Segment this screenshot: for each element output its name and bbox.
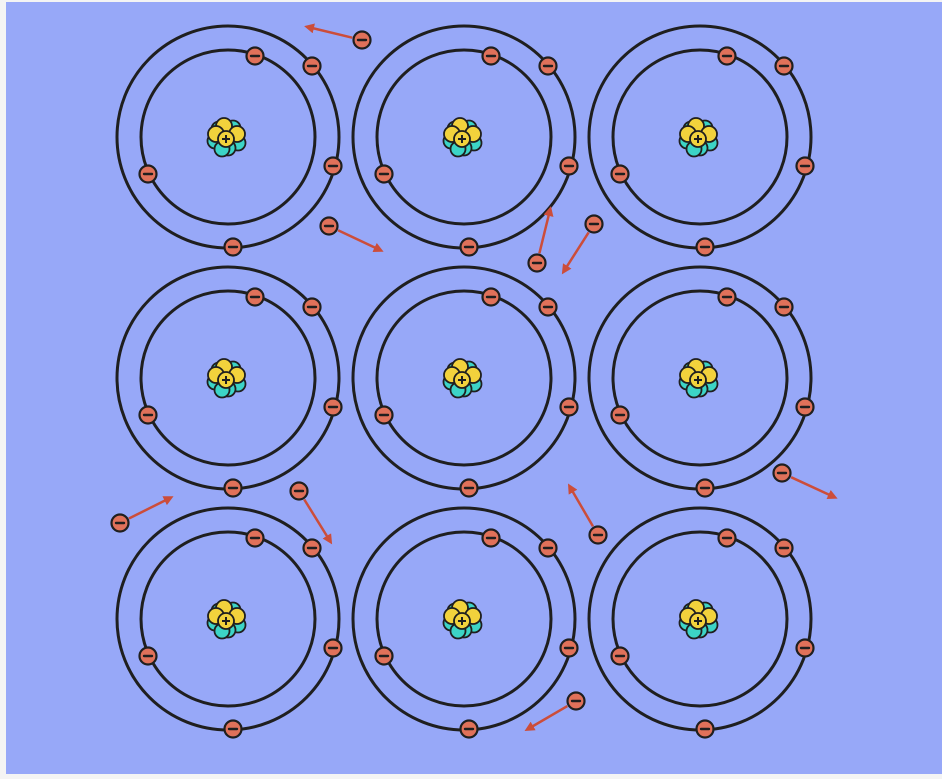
electron-icon [561, 399, 578, 416]
electron-icon [354, 32, 371, 49]
electron-icon [325, 399, 342, 416]
electron-icon [774, 465, 791, 482]
electron-icon [590, 527, 607, 544]
electron-icon [483, 289, 500, 306]
electron-icon [461, 239, 478, 256]
electron-icon [483, 530, 500, 547]
electron-icon [561, 158, 578, 175]
electron-icon [586, 216, 603, 233]
electron-icon [291, 483, 308, 500]
electron-icon [376, 166, 393, 183]
electron-icon [719, 48, 736, 65]
electron-icon [112, 515, 129, 532]
electron-icon [140, 407, 157, 424]
electron-icon [529, 255, 546, 272]
electron-icon [797, 399, 814, 416]
electron-icon [304, 540, 321, 557]
electron-icon [561, 640, 578, 657]
atoms-layer [117, 26, 814, 738]
electron-icon [304, 299, 321, 316]
electron-icon [776, 58, 793, 75]
electron-icon [540, 540, 557, 557]
electron-icon [325, 640, 342, 657]
electron-icon [612, 166, 629, 183]
electron-icon [247, 530, 264, 547]
electron-icon [540, 58, 557, 75]
electron-icon [304, 58, 321, 75]
electron-icon [376, 407, 393, 424]
electron-icon [797, 640, 814, 657]
electron-icon [719, 530, 736, 547]
electron-icon [140, 166, 157, 183]
electron-icon [225, 721, 242, 738]
electron-icon [247, 289, 264, 306]
electron-icon [225, 239, 242, 256]
electron-icon [247, 48, 264, 65]
electron-icon [540, 299, 557, 316]
electron-icon [776, 299, 793, 316]
electron-icon [776, 540, 793, 557]
electron-icon [697, 721, 714, 738]
electron-icon [719, 289, 736, 306]
electron-icon [697, 239, 714, 256]
electron-icon [321, 218, 338, 235]
electron-icon [461, 721, 478, 738]
electron-icon [140, 648, 157, 665]
electron-icon [325, 158, 342, 175]
electron-icon [797, 158, 814, 175]
electron-icon [483, 48, 500, 65]
electron-icon [225, 480, 242, 497]
electron-icon [568, 693, 585, 710]
electron-icon [612, 648, 629, 665]
electron-icon [376, 648, 393, 665]
electron-icon [612, 407, 629, 424]
electron-icon [461, 480, 478, 497]
electron-icon [697, 480, 714, 497]
